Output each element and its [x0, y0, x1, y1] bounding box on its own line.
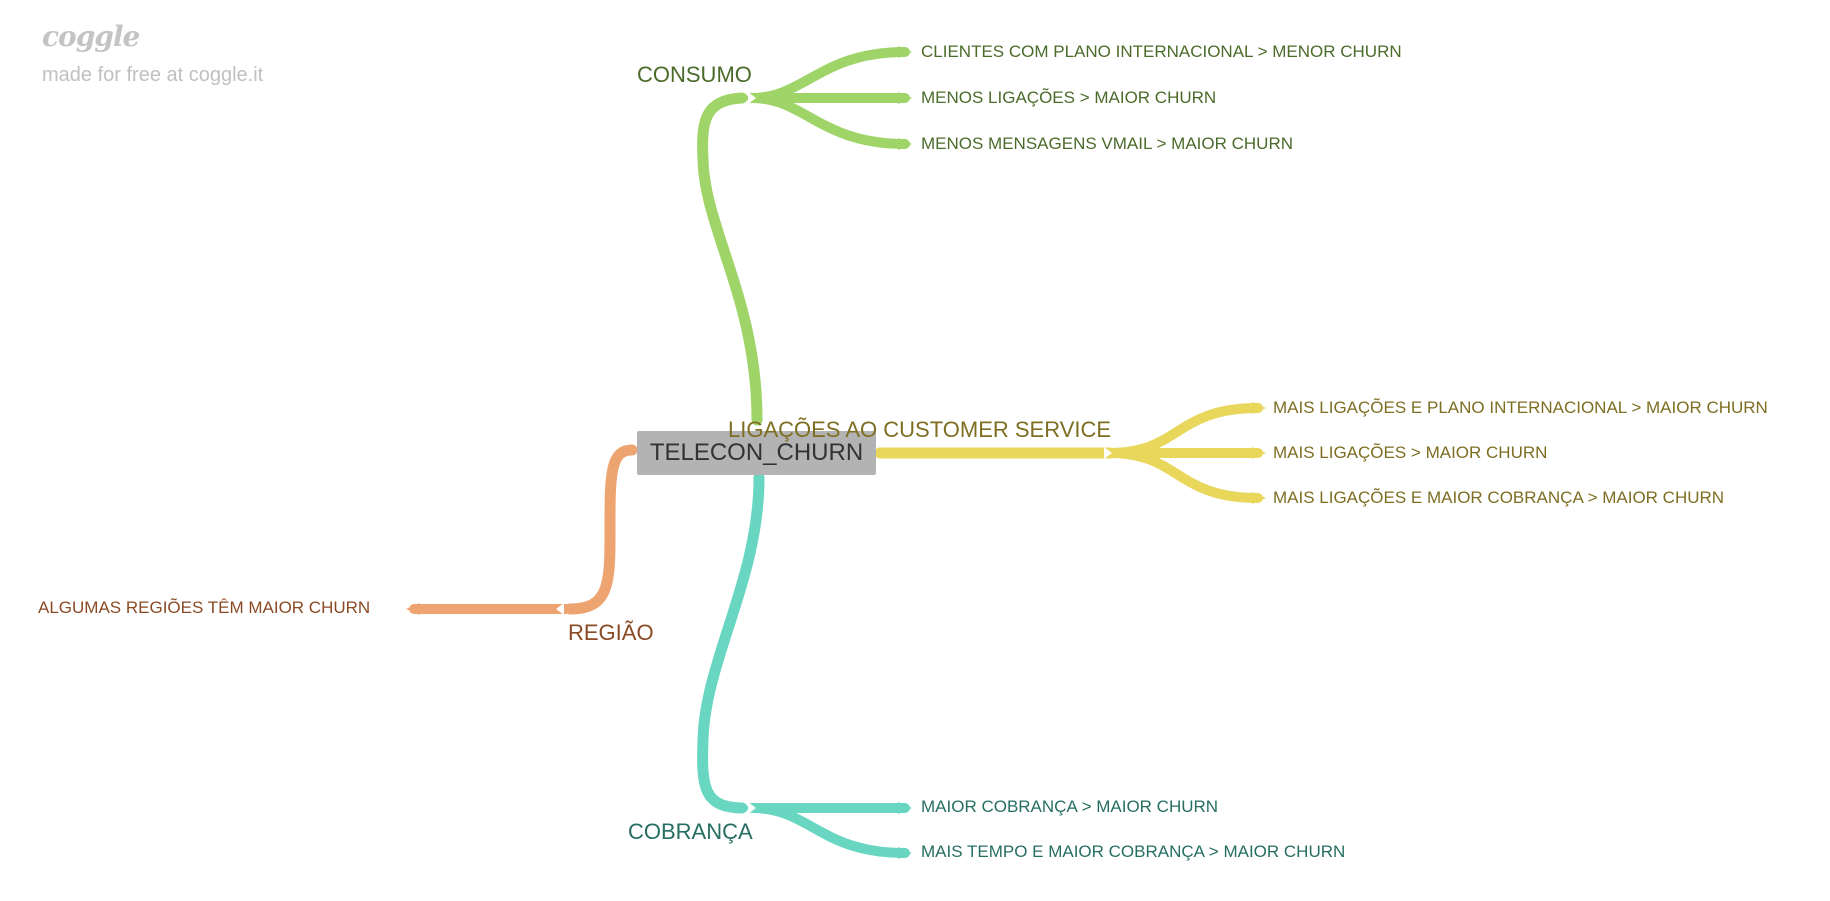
connector-consumo-leaf-1: [747, 47, 910, 103]
connector-consumo-leaf-3: [747, 93, 910, 149]
branch-cobranca[interactable]: COBRANÇA: [628, 819, 753, 844]
cs-arrow-2: [1252, 447, 1266, 459]
connector-root-cobranca: [697, 472, 765, 814]
branch-customer-service[interactable]: LIGAÇÕES AO CUSTOMER SERVICE: [728, 417, 1112, 442]
connector-cobranca-leaf-2: [747, 803, 910, 858]
leaf-consumo-3[interactable]: MENOS MENSAGENS VMAIL > MAIOR CHURN: [921, 134, 1294, 153]
connector-root-consumo: [697, 92, 763, 426]
cs-arrow-1: [1252, 402, 1266, 414]
leaf-cobranca-1[interactable]: MAIOR COBRANÇA > MAIOR CHURN: [921, 797, 1219, 816]
connector-cs-leaf-3: [1105, 448, 1263, 503]
cs-arrow-3: [1252, 492, 1266, 504]
root-node[interactable]: TELECON_CHURN: [637, 431, 876, 475]
cobranca-junction-notch: [748, 802, 756, 814]
regiao-arrow-1: [406, 603, 420, 615]
consumo-junction-notch: [748, 92, 756, 104]
leaf-customer-service-1[interactable]: MAIS LIGAÇÕES E PLANO INTERNACIONAL > MA…: [1273, 398, 1768, 417]
regiao-junction-notch: [556, 603, 564, 615]
connector-root-regiao: [564, 444, 638, 615]
leaf-customer-service-2[interactable]: MAIS LIGAÇÕES > MAIOR CHURN: [1273, 443, 1548, 462]
leaf-consumo-2[interactable]: MENOS LIGAÇÕES > MAIOR CHURN: [921, 88, 1217, 107]
coggle-logo: coggle: [42, 20, 140, 53]
consumo-arrow-3: [898, 138, 912, 150]
leaf-cobranca-2[interactable]: MAIS TEMPO E MAIOR COBRANÇA > MAIOR CHUR…: [921, 842, 1346, 861]
consumo-arrow-1: [898, 46, 912, 58]
cs-junction-notch: [1104, 447, 1112, 459]
cobranca-arrow-2: [898, 847, 912, 859]
leaf-consumo-1[interactable]: CLIENTES COM PLANO INTERNACIONAL > MENOR…: [921, 42, 1402, 61]
branch-consumo[interactable]: CONSUMO: [637, 62, 752, 87]
cobranca-arrow-1: [898, 802, 912, 814]
leaf-regiao-1[interactable]: ALGUMAS REGIÕES TÊM MAIOR CHURN: [38, 598, 371, 617]
leaf-customer-service-3[interactable]: MAIS LIGAÇÕES E MAIOR COBRANÇA > MAIOR C…: [1273, 488, 1725, 507]
branch-regiao[interactable]: REGIÃO: [568, 620, 654, 645]
connector-cs-leaf-1: [1105, 403, 1263, 458]
root-node-label: TELECON_CHURN: [649, 439, 864, 466]
consumo-arrow-2: [898, 92, 912, 104]
coggle-tagline: made for free at coggle.it: [42, 64, 264, 86]
